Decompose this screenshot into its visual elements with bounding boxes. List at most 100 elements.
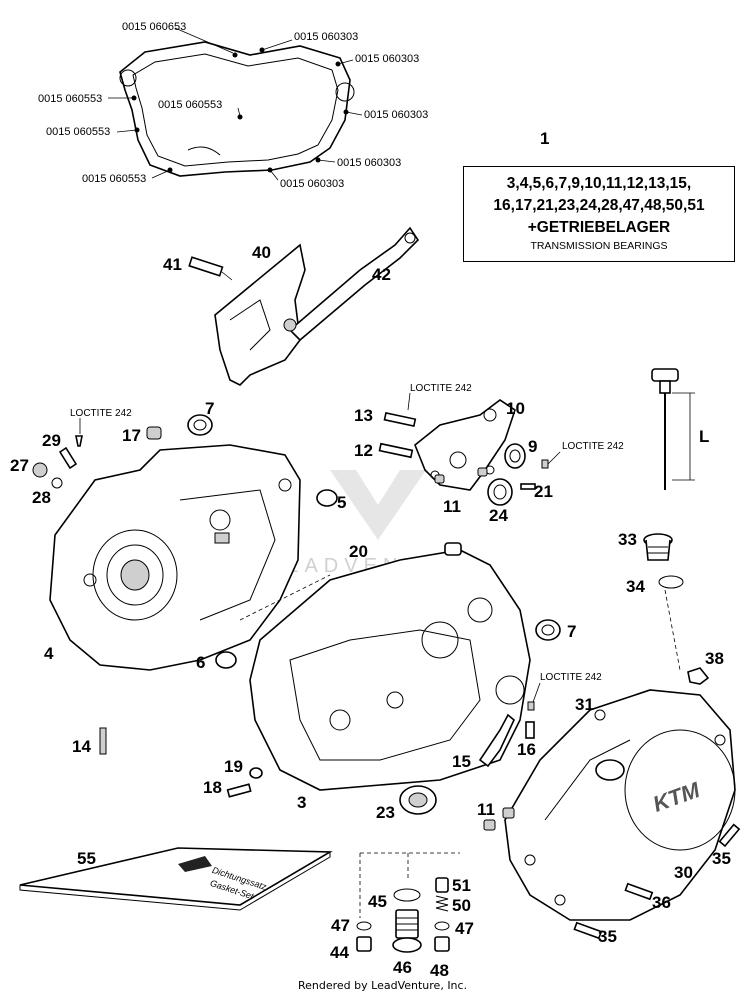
screw-21-loctite-point [541,459,549,469]
bushing-6 [215,651,237,669]
callout-31: 31 [575,695,594,714]
callout-7-lower: 7 [567,622,576,641]
pin-14 [99,727,107,755]
callout-23: 23 [376,803,395,822]
loctite-label-a: LOCTITE 242 [70,408,132,419]
o-ring-45 [393,888,421,902]
screw-29 [58,435,83,470]
screw-21 [520,483,536,490]
filler-plug-33 [643,533,673,561]
screw-16-loctite-point [527,701,535,711]
callout-4: 4 [44,644,54,663]
callout-5: 5 [337,493,346,512]
bearing-23 [399,785,437,815]
code-label: 0015 060303 [280,178,344,190]
callout-29: 29 [42,431,61,450]
clip-38 [687,667,710,685]
callout-35-lower: 35 [598,927,617,946]
callout-24: 24 [489,506,508,525]
callout-11-lower: 11 [477,800,495,819]
callout-38: 38 [705,649,724,668]
callout-21: 21 [534,482,553,501]
loctite-label-b: LOCTITE 242 [410,383,472,394]
bushing-5 [316,489,338,507]
plug-44 [356,936,372,952]
callout-3: 3 [297,793,306,812]
callout-46: 46 [393,958,412,977]
bushing-7-lower [535,619,561,641]
callout-17: 17 [122,426,141,445]
code-label: 0015 060653 [122,21,186,33]
callout-36: 36 [652,893,671,912]
bushing-7-upper [187,414,213,436]
gasket-set-booklet: Dichtungssatz Gasket-Set [19,847,333,911]
spring-50 [435,895,449,912]
seal-24 [487,478,513,506]
screw-16 [525,721,535,739]
callout-30: 30 [674,863,693,882]
screw-13 [383,411,417,427]
dowels-11-upper [434,467,488,484]
bolt-36 [624,882,654,901]
callout-44: 44 [330,943,349,962]
kit-line-4: TRANSMISSION BEARINGS [530,240,668,252]
kit-line-1: 3,4,5,6,7,9,10,11,12,13,15, [506,175,692,192]
oil-dipstick [651,368,695,490]
right-crankcase-half [239,542,531,791]
code-label: 0015 060303 [364,109,428,121]
washer-19 [249,767,263,779]
footer-credit: Rendered by LeadVenture, Inc. [298,979,467,992]
callout-48: 48 [430,961,449,980]
callout-40: 40 [252,243,271,262]
callout-33: 33 [618,530,637,549]
code-label: 0015 060553 [46,126,110,138]
callout-13: 13 [354,406,373,425]
callout-7-upper: 7 [205,399,214,418]
callout-16: 16 [517,740,536,759]
screw-12 [378,442,414,459]
dowels-11-lower [483,807,515,831]
kit-line-2: 16,17,21,23,24,28,47,48,50,51 [493,197,705,214]
callout-50: 50 [452,896,471,915]
bearing-9 [504,443,526,469]
gasket-outline [119,41,355,177]
bolt-35-right [718,823,741,848]
callout-34: 34 [626,577,645,596]
callout-35-right: 35 [712,849,731,868]
loctite-label-c: LOCTITE 242 [562,441,624,452]
left-crankcase-half [49,444,301,671]
callout-51: 51 [452,876,471,895]
code-label: 0015 060553 [38,93,102,105]
dowel-17 [146,426,162,440]
bolt-18 [226,783,252,798]
chain-guide-assembly [188,226,420,386]
code-label: 0015 060303 [355,53,419,65]
callout-47-left: 47 [331,916,350,935]
bracket-15 [478,713,515,768]
kit-line-3: +GETRIEBELAGER [527,219,671,236]
callout-45: 45 [368,892,387,911]
code-label: 0015 060553 [82,173,146,185]
plug-48 [434,936,450,952]
washer-47-right [434,921,450,931]
callout-18: 18 [203,778,222,797]
washer-28 [51,477,63,489]
callout-L: L [699,427,709,446]
callout-19: 19 [224,757,243,776]
callout-12: 12 [354,441,373,460]
callout-47-right: 47 [455,919,474,938]
code-label: 0015 060553 [158,99,222,111]
cap-51 [435,877,449,893]
callout-42: 42 [372,265,391,284]
kit-contents-box: 3,4,5,6,7,9,10,11,12,13,15, 16,17,21,23,… [463,166,735,262]
callout-14: 14 [72,737,91,756]
callout-6: 6 [196,653,205,672]
callout-20: 20 [349,542,368,561]
callout-15: 15 [452,752,471,771]
loctite-label-d: LOCTITE 242 [540,672,602,683]
callout-11-upper: 11 [443,497,461,516]
oil-screen-group [356,852,460,953]
callout-10: 10 [506,399,525,418]
o-ring-34 [658,575,684,671]
